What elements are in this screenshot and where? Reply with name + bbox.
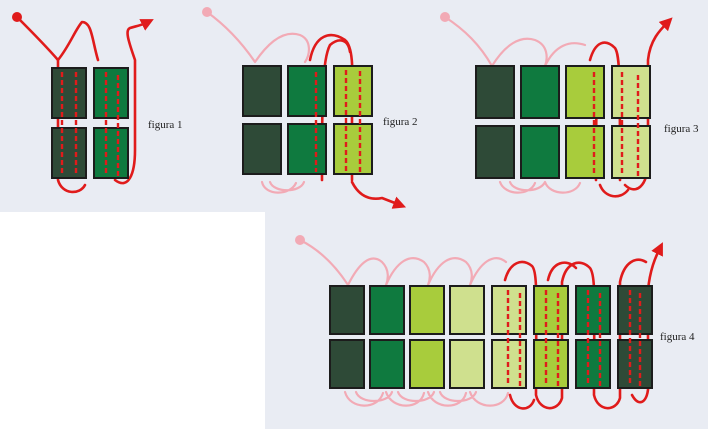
bead-icon	[520, 65, 560, 119]
figure-1: figura 1	[12, 12, 183, 194]
figure-3: figura 3	[440, 12, 699, 198]
bead-icon	[51, 67, 87, 119]
bead-icon	[617, 285, 653, 335]
bead-icon	[565, 65, 605, 119]
bead-icon	[287, 65, 327, 117]
bead-icon	[475, 65, 515, 119]
thread-used-path	[443, 15, 587, 68]
figure-2: figura 2	[202, 7, 418, 209]
thread-path	[113, 19, 154, 185]
bead-icon	[449, 339, 485, 389]
bead-icon	[93, 127, 129, 179]
figure-label: figura 2	[383, 116, 418, 128]
bead-icon	[369, 339, 405, 389]
bead-icon	[242, 123, 282, 175]
bead-icon	[409, 339, 445, 389]
thread-path	[350, 180, 407, 209]
bead-icon	[617, 339, 653, 389]
bead-icon	[611, 65, 651, 119]
thread-used-path	[205, 10, 310, 64]
bead-icon	[575, 285, 611, 335]
bead-icon	[409, 285, 445, 335]
bead-icon	[329, 339, 365, 389]
bead-icon	[533, 339, 569, 389]
figure-label: figura 3	[664, 123, 699, 135]
bead-icon	[93, 67, 129, 119]
bead-icon	[287, 123, 327, 175]
thread-path	[56, 58, 87, 194]
thread-used-path	[260, 180, 306, 194]
bead-icon	[242, 65, 282, 117]
bead-icon	[575, 339, 611, 389]
bead-icon	[520, 125, 560, 179]
bead-icon	[333, 123, 373, 175]
thread-path	[598, 183, 630, 198]
bead-icon	[565, 125, 605, 179]
thread-used-path	[343, 390, 510, 407]
bead-icon	[449, 285, 485, 335]
bead-icon	[369, 285, 405, 335]
figure-4: figura 4	[295, 235, 695, 410]
bead-icon	[475, 125, 515, 179]
bead-icon	[51, 127, 87, 179]
figure-label: figura 1	[148, 119, 183, 131]
bead-icon	[329, 285, 365, 335]
thread-path	[508, 393, 536, 410]
thread-used-path	[498, 180, 582, 194]
figure-label: figura 4	[660, 331, 695, 343]
bead-icon	[333, 65, 373, 117]
bead-icon	[611, 125, 651, 179]
thread-used-path	[298, 238, 508, 287]
bead-icon	[533, 285, 569, 335]
thread-path	[15, 15, 100, 62]
thread-path	[546, 261, 578, 282]
thread-path	[503, 258, 648, 410]
